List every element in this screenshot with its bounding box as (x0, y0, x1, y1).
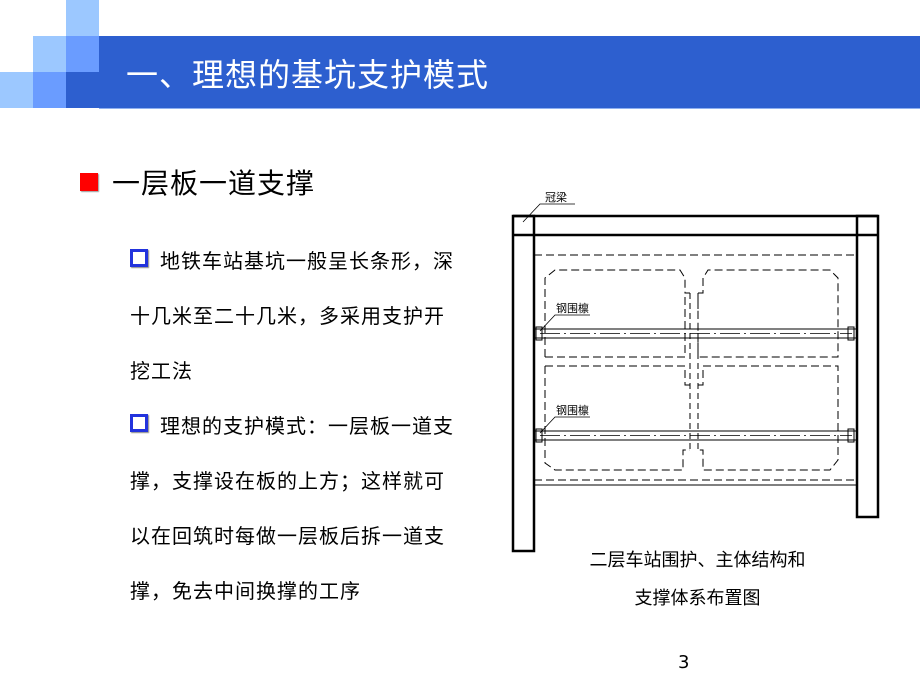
red-square-icon (80, 173, 98, 191)
label-steel-waler: 钢围檩 (556, 301, 589, 315)
bullet-line: 撑，支撑设在板的上方；这样就可 (130, 469, 445, 493)
decor-square (0, 72, 33, 108)
bullet-line: 十几米至二十几米，多采用支护开 (130, 304, 445, 328)
bullet-item: 地铁车站基坑一般呈长条形，深 十几米至二十几米，多采用支护开 挖工法 (130, 234, 495, 399)
section-heading: 一层板一道支撑 (80, 162, 315, 202)
caption-line: 二层车站围护、主体结构和 (589, 550, 806, 571)
bullet-line: 理想的支护模式：一层板一道支 (160, 414, 454, 438)
decor-square (33, 36, 66, 72)
diagram-caption: 二层车站围护、主体结构和 支撑体系布置图 (555, 542, 840, 618)
strut-lower (534, 428, 857, 443)
label-crown-beam: 冠梁 (545, 190, 567, 204)
bullet-line: 挖工法 (130, 359, 193, 383)
label-steel-waler: 钢围檩 (556, 403, 589, 417)
left-wall (511, 214, 536, 553)
decor-square (66, 0, 99, 36)
bullet-line: 以在回筑时每做一层板后拆一道支 (130, 524, 445, 548)
bullet-line: 地铁车站基坑一般呈长条形，深 (160, 249, 454, 273)
slide-title: 一、理想的基坑支护模式 (126, 56, 490, 94)
title-bar-extension (66, 72, 99, 108)
decor-square (33, 72, 66, 108)
title-bar: 一、理想的基坑支护模式 (66, 36, 920, 109)
bullet-item: 理想的支护模式：一层板一道支 撑，支撑设在板的上方；这样就可 以在回筑时每做一层… (130, 399, 495, 619)
caption-line: 支撑体系布置图 (634, 588, 761, 609)
page-number: 3 (678, 652, 690, 673)
station-structure-diagram: 冠梁 钢围檩 钢围檩 (511, 190, 880, 553)
hollow-square-icon (130, 414, 148, 432)
decor-square (66, 36, 99, 72)
bullet-list: 地铁车站基坑一般呈长条形，深 十几米至二十几米，多采用支护开 挖工法 理想的支护… (130, 234, 495, 619)
heading-text: 一层板一道支撑 (112, 167, 316, 200)
strut-upper (534, 326, 857, 341)
hollow-square-icon (130, 249, 148, 267)
bullet-line: 撑，免去中间换撑的工序 (130, 579, 361, 603)
right-wall (855, 214, 880, 519)
